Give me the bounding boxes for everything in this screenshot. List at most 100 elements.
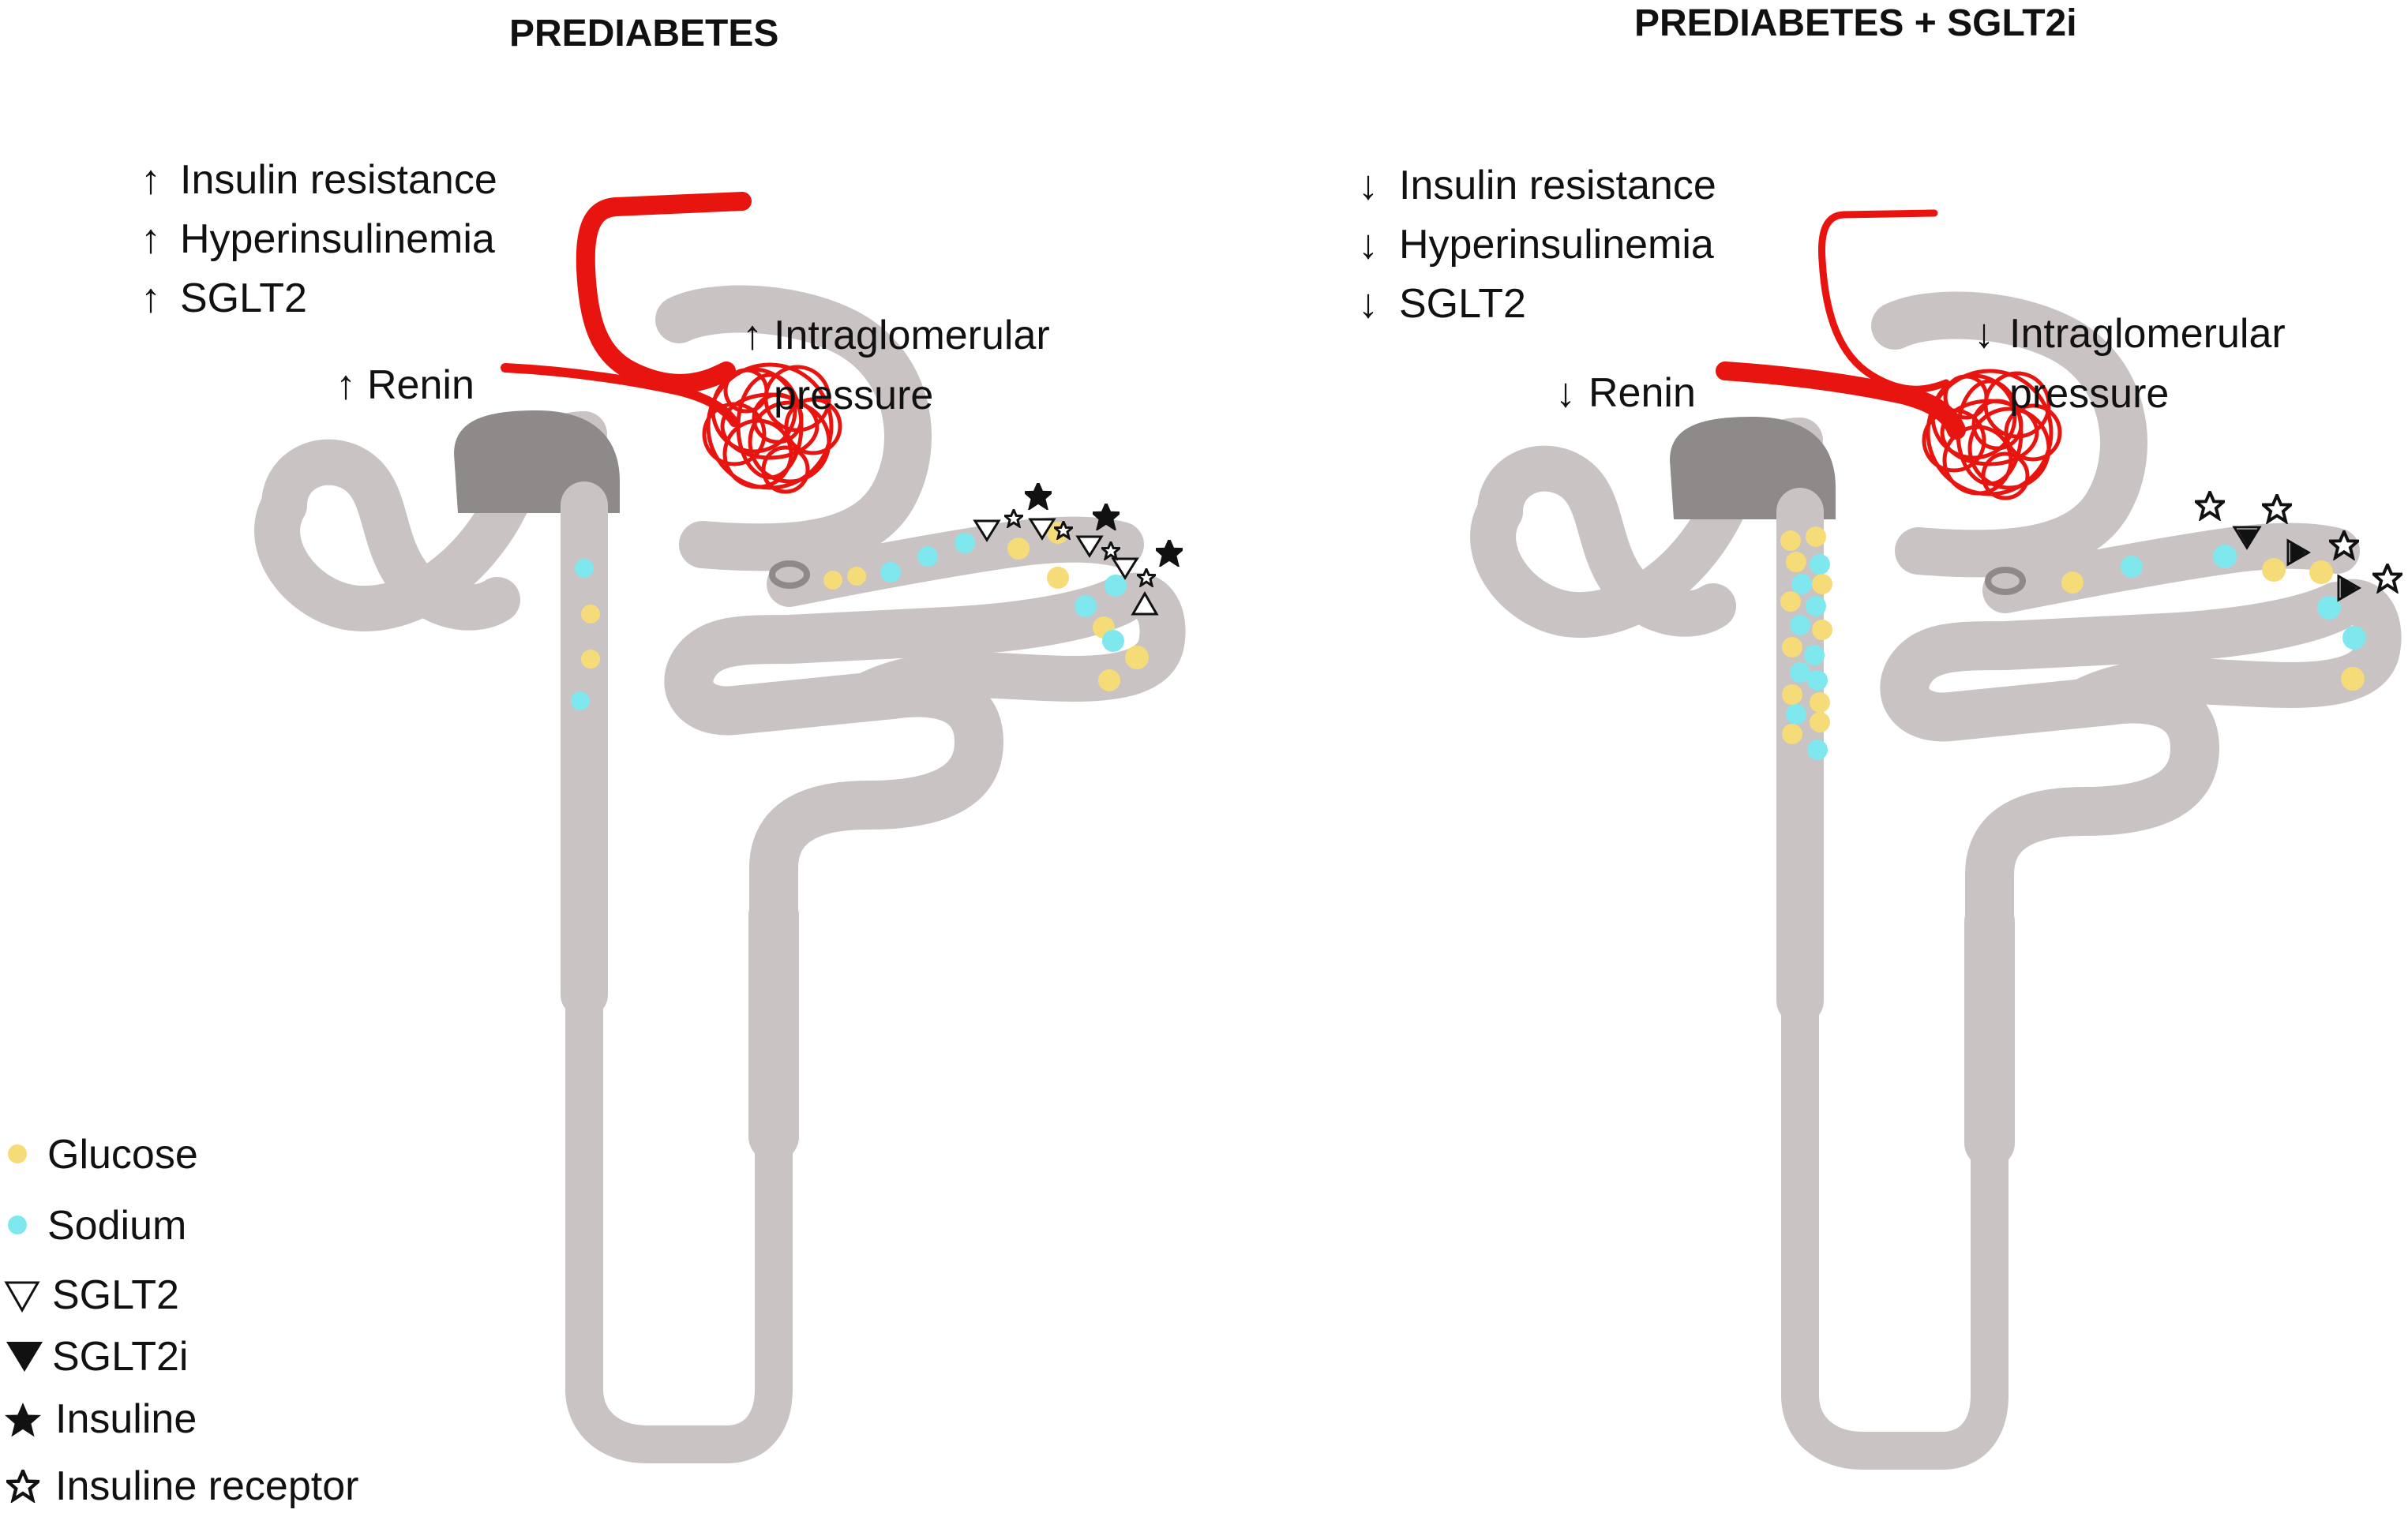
- indicator-label: Insulin resistance: [1399, 163, 1716, 208]
- sodium-particle: [1807, 670, 1828, 691]
- sodium-particle: [1790, 615, 1810, 635]
- sglt2-open-triangle-icon: [1075, 535, 1104, 558]
- sodium-particle: [1786, 704, 1806, 725]
- glomerulus: [1922, 369, 2062, 500]
- filled-triangle-icon: [6, 1342, 43, 1372]
- pressure-line-2: pressure: [774, 373, 933, 418]
- sodium-particle: [880, 562, 901, 582]
- glucose-particle: [2309, 560, 2333, 584]
- sodium-particle: [1075, 595, 1097, 617]
- renin-label: ↓ Renin: [1555, 370, 1696, 416]
- glucose-particle: [1098, 669, 1120, 691]
- glucose-dot-icon: [8, 1144, 27, 1163]
- nephron-tubule: [1493, 315, 2378, 1451]
- insulin-filled-star-icon: [1093, 504, 1118, 527]
- insulin-receptor-open-star-icon: [1137, 568, 1156, 587]
- arrow-up-icon: ↑: [742, 313, 763, 358]
- sglt2i-filled-triangle-icon: [2237, 529, 2259, 547]
- arrow-down-icon: ↓: [1974, 311, 1994, 357]
- arrow-up-icon: ↑: [141, 275, 161, 321]
- glucose-particle: [1812, 574, 1832, 594]
- arrow-up-icon: ↑: [141, 216, 161, 262]
- sglt2i-filled-triangle-icon: [2290, 542, 2306, 563]
- glucose-particle: [2061, 571, 2084, 594]
- sodium-particle: [1810, 554, 1830, 575]
- sglt2-open-triangle-icon: [1028, 518, 1056, 541]
- sglt2-open-triangle-icon: [973, 519, 1001, 542]
- sodium-particle: [1102, 630, 1124, 652]
- pressure-label: ↑ Intraglomerular pressure: [742, 313, 1050, 418]
- sodium-particle: [955, 533, 975, 553]
- legend-label: SGLT2i: [52, 1334, 188, 1380]
- renin-label: ↑ Renin: [336, 362, 474, 408]
- particles-collecting: [1780, 526, 1832, 760]
- insulin-receptor-open-star-icon: [2195, 491, 2225, 520]
- glucose-particle: [581, 605, 600, 624]
- arrow-down-icon: ↓: [1555, 370, 1576, 416]
- legend-item-glucose: Glucose: [8, 1132, 198, 1178]
- arrow-down-icon: ↓: [1358, 281, 1378, 327]
- particles-collecting: [571, 559, 600, 710]
- open-triangle-icon: [4, 1281, 40, 1313]
- transporters-right: [2195, 491, 2402, 602]
- legend-item-sglt2i: SGLT2i: [6, 1334, 188, 1380]
- glucose-particle: [1780, 591, 1801, 612]
- legend-item-insuline-receptor: Insuline receptor: [8, 1463, 358, 1509]
- sodium-particle: [575, 559, 594, 578]
- glucose-particle: [1782, 637, 1802, 657]
- sglt2i-filled-triangle-icon: [2340, 578, 2357, 598]
- renin-text: Renin: [1588, 370, 1696, 416]
- insulin-filled-star-icon: [1157, 541, 1181, 564]
- glucose-particle: [2262, 558, 2286, 582]
- sodium-particle: [1804, 645, 1825, 665]
- sglt2-open-triangle-icon: [1131, 590, 1159, 616]
- sglt2-open-triangle-icon: [1111, 557, 1139, 580]
- pressure-line-1: Intraglomerular: [2009, 311, 2286, 357]
- indicator-list: ↓ Insulin resistance ↓ Hyperinsulinemia …: [1358, 163, 1716, 327]
- legend-label: Insuline receptor: [55, 1463, 358, 1509]
- sodium-particle: [2213, 545, 2237, 568]
- filled-star-icon: [5, 1403, 41, 1437]
- panel-prediabetes-sglt2i: PREDIABETES + SGLT2i ↓ Insulin resistanc…: [1358, 2, 2401, 1451]
- insulin-receptor-open-star-icon: [1004, 509, 1023, 528]
- indicator-label: Hyperinsulinemia: [1399, 222, 1714, 268]
- panel-title: PREDIABETES: [509, 13, 778, 54]
- glucose-particle: [1782, 684, 1802, 705]
- legend-item-sglt2: SGLT2: [4, 1272, 179, 1318]
- sodium-particle: [1806, 596, 1826, 616]
- arrow-down-icon: ↓: [1358, 163, 1378, 208]
- glucose-particle: [1786, 552, 1806, 572]
- indicator-label: SGLT2: [1399, 281, 1526, 327]
- glucose-particle: [1806, 526, 1826, 547]
- indicator-list: ↑ Insulin resistance ↑ Hyperinsulinemia …: [141, 157, 497, 321]
- sodium-dot-icon: [8, 1215, 27, 1234]
- sodium-particle: [1791, 574, 1812, 594]
- open-star-icon: [8, 1471, 39, 1500]
- sodium-particle: [571, 691, 590, 710]
- particles-proximal: [823, 522, 1149, 691]
- glucose-particle: [1780, 530, 1801, 551]
- panel-title: PREDIABETES + SGLT2i: [1634, 2, 2077, 44]
- sodium-particle: [917, 546, 938, 567]
- sodium-particle: [2317, 596, 2341, 620]
- afferent-arteriole: [576, 192, 752, 393]
- renin-text: Renin: [367, 362, 474, 408]
- glucose-particle: [1007, 538, 1030, 560]
- arrow-up-icon: ↑: [336, 362, 356, 408]
- indicator-label: Insulin resistance: [180, 157, 497, 203]
- glucose-particle: [1812, 620, 1832, 640]
- particles-proximal: [2061, 545, 2366, 691]
- sodium-particle: [1790, 662, 1810, 683]
- glucose-particle: [823, 571, 842, 590]
- legend-item-sodium: Sodium: [8, 1203, 186, 1249]
- glucose-particle: [1047, 567, 1069, 589]
- sodium-particle: [2342, 626, 2366, 650]
- legend-label: Insuline: [55, 1396, 197, 1442]
- indicator-label: Hyperinsulinemia: [180, 216, 495, 262]
- glucose-particle: [581, 650, 600, 669]
- indicator-label: SGLT2: [180, 275, 307, 321]
- glucose-particle: [2341, 667, 2365, 691]
- pressure-label: ↓ Intraglomerular pressure: [1974, 311, 2286, 417]
- legend-label: SGLT2: [52, 1272, 179, 1318]
- legend-label: Glucose: [47, 1132, 198, 1178]
